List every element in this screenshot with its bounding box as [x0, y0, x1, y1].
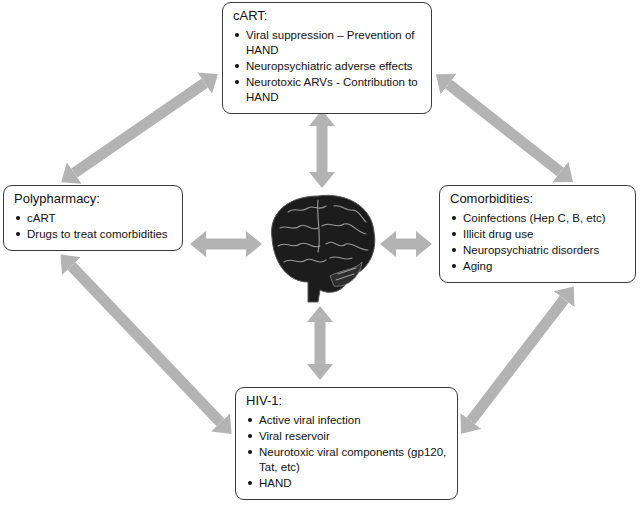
box-heading: Polypharmacy:: [14, 191, 174, 208]
box-heading: Comorbidities:: [450, 191, 627, 208]
bullet-item: Neuropsychiatric adverse effects: [233, 59, 423, 74]
box-heading: HIV-1:: [246, 393, 449, 410]
bullet-item: Neurotoxic ARVs - Contribution to HAND: [233, 75, 423, 105]
bullet-item: Viral suppression – Prevention of HAND: [233, 28, 423, 58]
bullet-item: Coinfections (Hep C, B, etc): [450, 211, 627, 226]
bullet-item: Neurotoxic viral components (gp120, Tat,…: [246, 445, 449, 475]
box-heading: cART:: [233, 8, 423, 25]
topic-box: Polypharmacy: cARTDrugs to treat comorbid…: [3, 185, 183, 251]
bullet-item: cART: [14, 211, 174, 226]
topic-box: HIV-1: Active viral infectionViral reserv…: [235, 387, 458, 500]
bullet-item: Drugs to treat comorbidities: [14, 227, 174, 242]
brain-arrow: [396, 239, 416, 250]
bullet-item: Active viral infection: [246, 413, 449, 428]
bullet-item: Neuropsychiatric disorders: [450, 243, 627, 258]
topic-box: Comorbidities: Coinfections (Hep C, B, et…: [439, 185, 636, 283]
bullet-item: Aging: [450, 259, 627, 274]
bullet-item: Viral reservoir: [246, 429, 449, 444]
brain-illustration: [272, 195, 375, 302]
brain-arrow: [315, 322, 326, 364]
double-arrow: [449, 84, 561, 172]
double-arrow: [71, 266, 220, 422]
double-arrow: [471, 299, 564, 421]
brain-arrow: [317, 126, 328, 172]
double-arrow: [74, 83, 204, 173]
topic-box: cART: Viral suppression – Prevention of H…: [222, 2, 432, 114]
bullet-item: Illicit drug use: [450, 227, 627, 242]
brain-arrows: [206, 126, 416, 364]
brain-arrow: [206, 239, 246, 250]
bullet-item: HAND: [246, 476, 449, 491]
